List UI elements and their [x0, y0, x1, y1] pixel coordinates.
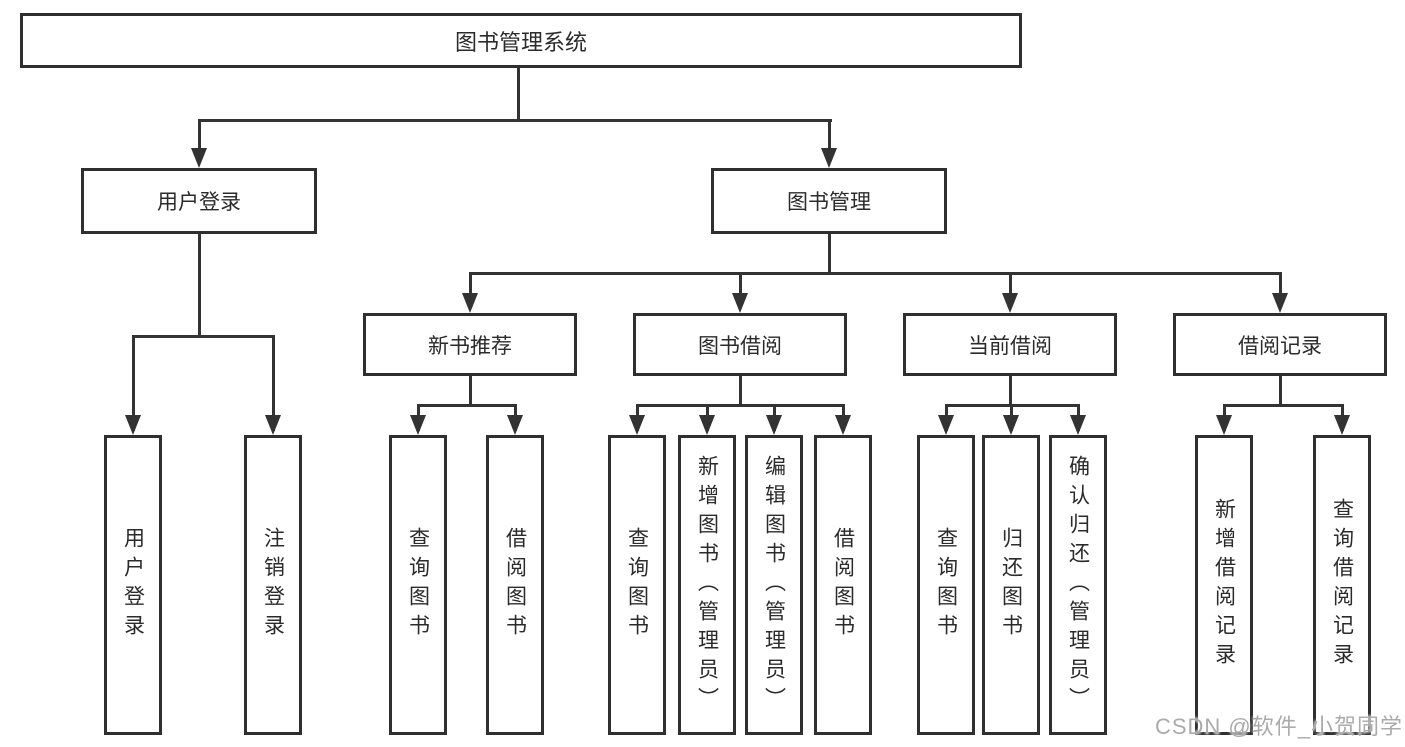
connector-book-borrow-rail	[635, 404, 845, 407]
csdn-watermark: CSDN @软件_小贺同学	[1154, 714, 1403, 739]
arrowhead-down-icon	[125, 415, 141, 435]
connector-book-management-rail	[468, 272, 1282, 275]
leaf-label: 查询图书	[406, 527, 430, 643]
node-label: 当前借阅	[968, 334, 1052, 358]
node-label: 图书借阅	[698, 334, 782, 358]
leaf-label: 借阅图书	[831, 527, 855, 643]
leaf-query-books-recommend: 查询图书	[389, 435, 447, 735]
arrowhead-down-icon	[507, 415, 523, 435]
leaf-label: 查询图书	[934, 527, 958, 643]
node-label: 借阅记录	[1238, 334, 1322, 358]
leaf-logout: 注销登录	[244, 435, 302, 735]
connector-current-borrow-stem	[1008, 376, 1012, 407]
connector-borrow-records-rail	[1222, 404, 1344, 407]
arrowhead-down-icon	[1216, 415, 1232, 435]
arrowhead-down-icon	[1334, 415, 1350, 435]
node-label: 图书管理系统	[454, 29, 587, 55]
leaf-label: 编辑图书（管理员）	[762, 454, 786, 716]
leaf-label: 查询图书	[625, 527, 649, 643]
arrowhead-down-icon	[629, 415, 645, 435]
arrowhead-down-icon	[1070, 415, 1086, 435]
arrowhead-down-icon	[191, 148, 207, 168]
connector-user-login-stem	[197, 234, 201, 338]
leaf-borrow-books-recommend: 借阅图书	[486, 435, 544, 735]
leaf-add-borrow-record: 新增借阅记录	[1195, 435, 1253, 735]
arrowhead-down-icon	[1272, 293, 1288, 313]
leaf-label: 新增图书（管理员）	[695, 454, 719, 716]
connector-stem-new-books	[468, 272, 472, 300]
arrowhead-down-icon	[835, 415, 851, 435]
arrowhead-down-icon	[462, 293, 478, 313]
leaf-label: 用户登录	[121, 527, 145, 643]
connector-stem-logout-leaf	[271, 335, 275, 431]
leaf-label: 确认归还（管理员）	[1066, 454, 1090, 716]
node-book-management: 图书管理	[711, 168, 947, 234]
leaf-user-login: 用户登录	[104, 435, 162, 735]
leaf-label: 归还图书	[999, 527, 1023, 643]
arrowhead-down-icon	[265, 415, 281, 435]
leaf-edit-books-admin: 编辑图书（管理员）	[745, 435, 803, 735]
node-borrow-records: 借阅记录	[1173, 313, 1387, 376]
node-user-login: 用户登录	[81, 168, 317, 234]
arrowhead-down-icon	[410, 415, 426, 435]
connector-stem-current-borrow	[1008, 272, 1012, 300]
leaf-add-books-admin: 新增图书（管理员）	[678, 435, 736, 735]
connector-stem-borrow-records	[1278, 272, 1282, 300]
connector-new-books-rail	[416, 404, 517, 407]
leaf-confirm-return-admin: 确认归还（管理员）	[1049, 435, 1107, 735]
arrowhead-down-icon	[1003, 415, 1019, 435]
node-new-book-recommend: 新书推荐	[363, 313, 577, 376]
node-label: 新书推荐	[428, 334, 512, 358]
leaf-label: 借阅图书	[503, 527, 527, 643]
leaf-query-borrow-record: 查询借阅记录	[1313, 435, 1371, 735]
node-book-borrow: 图书借阅	[633, 313, 847, 376]
connector-stem-user-login	[197, 119, 201, 163]
leaf-return-books: 归还图书	[982, 435, 1040, 735]
connector-root-rail	[197, 119, 832, 122]
leaf-borrow-books: 借阅图书	[814, 435, 872, 735]
leaf-label: 新增借阅记录	[1212, 498, 1236, 672]
arrowhead-down-icon	[821, 148, 837, 168]
connector-root-stem	[516, 68, 520, 122]
node-current-borrow: 当前借阅	[903, 313, 1117, 376]
arrowhead-down-icon	[938, 415, 954, 435]
connector-stem-book-borrow	[738, 272, 742, 300]
arrowhead-down-icon	[732, 293, 748, 313]
node-label: 图书管理	[787, 191, 871, 214]
leaf-query-books-current: 查询图书	[917, 435, 975, 735]
arrowhead-down-icon	[1002, 293, 1018, 313]
arrowhead-down-icon	[699, 415, 715, 435]
node-library-management-system: 图书管理系统	[20, 13, 1022, 68]
leaf-label: 注销登录	[261, 527, 285, 643]
arrowhead-down-icon	[766, 415, 782, 435]
node-label: 用户登录	[157, 191, 241, 214]
leaf-query-books: 查询图书	[608, 435, 666, 735]
connector-borrow-records-stem	[1278, 376, 1282, 407]
connector-book-borrow-stem	[738, 376, 742, 407]
connector-stem-book-management	[827, 119, 831, 163]
connector-user-login-rail	[131, 335, 275, 338]
connector-stem-login-leaf	[131, 335, 135, 431]
connector-book-management-stem	[827, 234, 831, 275]
leaf-label: 查询借阅记录	[1330, 498, 1354, 672]
connector-new-books-stem	[468, 376, 472, 407]
